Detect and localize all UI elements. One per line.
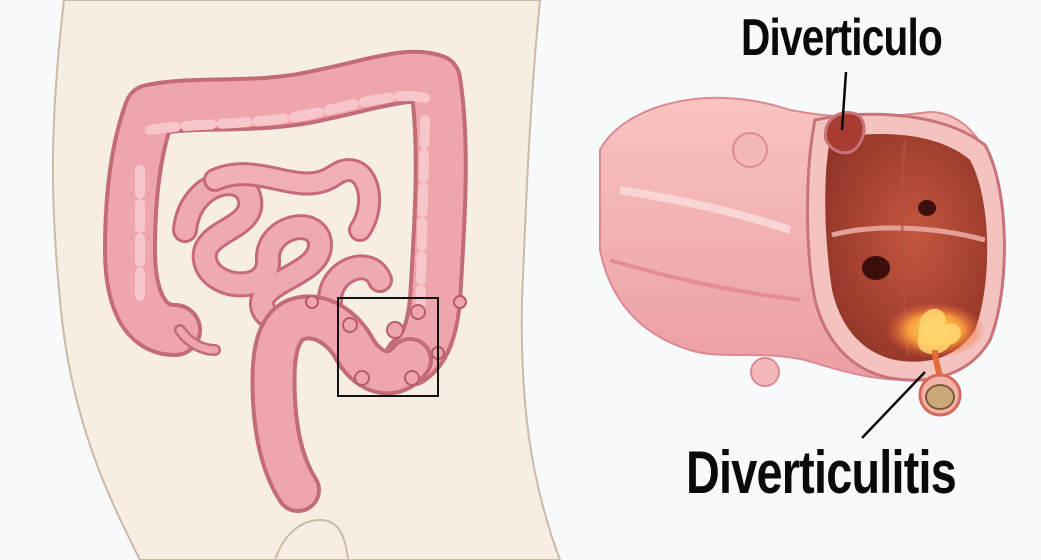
outer-diverticulum (733, 133, 767, 167)
label-diverticulo: Diverticulo (741, 8, 942, 68)
leader-line-diverticulitis (862, 372, 925, 438)
label-diverticulitis: Diverticulitis (686, 438, 956, 507)
diverticulum-pocket (825, 112, 864, 152)
colon-closeup (600, 98, 1004, 415)
